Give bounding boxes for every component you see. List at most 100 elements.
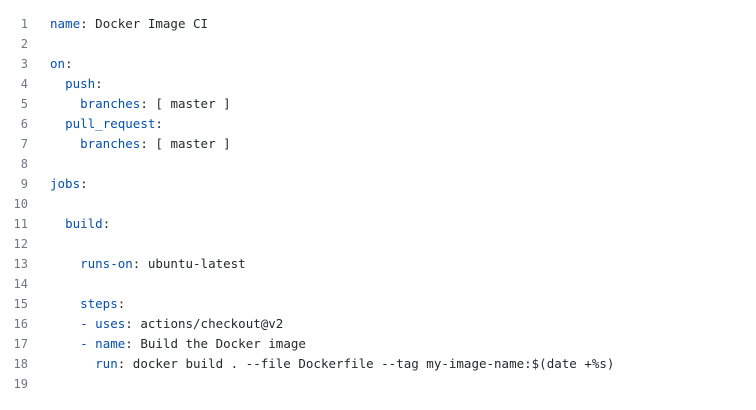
line-content: runs-on: ubuntu-latest bbox=[28, 254, 246, 274]
yaml-separator: : bbox=[102, 216, 111, 231]
line-content bbox=[28, 194, 50, 214]
line-number: 10 bbox=[13, 197, 28, 211]
line-content bbox=[28, 274, 50, 294]
yaml-separator: : bbox=[117, 296, 126, 311]
indent bbox=[50, 96, 80, 111]
yaml-key: build bbox=[65, 216, 103, 231]
yaml-separator: : bbox=[125, 316, 141, 331]
yaml-separator: : bbox=[140, 96, 156, 111]
yaml-separator: : bbox=[155, 116, 163, 131]
code-line: 10 bbox=[0, 194, 756, 214]
line-number: 13 bbox=[13, 257, 28, 271]
code-line: 12 bbox=[0, 234, 756, 254]
yaml-key: branches bbox=[80, 136, 141, 151]
line-number: 5 bbox=[20, 97, 28, 111]
line-number: 1 bbox=[20, 17, 28, 31]
line-number: 2 bbox=[20, 37, 28, 51]
line-content: jobs: bbox=[28, 174, 88, 194]
indent bbox=[50, 316, 80, 331]
line-number: 18 bbox=[13, 357, 28, 371]
indent bbox=[50, 116, 65, 131]
line-content bbox=[28, 374, 50, 394]
yaml-key: jobs bbox=[50, 176, 81, 191]
indent bbox=[50, 136, 80, 151]
yaml-key: steps bbox=[80, 296, 118, 311]
code-line: 8 bbox=[0, 154, 756, 174]
code-line: 4 push: bbox=[0, 74, 756, 94]
yaml-key: branches bbox=[80, 96, 141, 111]
line-number: 6 bbox=[20, 117, 28, 131]
line-number: 8 bbox=[20, 157, 28, 171]
yaml-separator: : bbox=[117, 356, 133, 371]
indent bbox=[50, 256, 80, 271]
line-content: - name: Build the Docker image bbox=[28, 334, 306, 354]
yaml-key: name bbox=[50, 16, 81, 31]
code-line: 19 bbox=[0, 374, 756, 394]
line-number: 3 bbox=[20, 57, 28, 71]
yaml-value: ubuntu-latest bbox=[147, 256, 246, 271]
yaml-key: on bbox=[50, 56, 66, 71]
yaml-separator: : bbox=[80, 176, 88, 191]
yaml-separator: : bbox=[132, 256, 148, 271]
line-number: 12 bbox=[13, 237, 28, 251]
list-dash: - bbox=[80, 336, 96, 351]
line-content bbox=[28, 234, 50, 254]
indent bbox=[50, 336, 80, 351]
line-content: on: bbox=[28, 54, 73, 74]
code-line: 18 run: docker build . --file Dockerfile… bbox=[0, 354, 756, 374]
code-line: 2 bbox=[0, 34, 756, 54]
yaml-key: run bbox=[95, 356, 118, 371]
line-content bbox=[28, 154, 50, 174]
line-content bbox=[28, 34, 50, 54]
line-content: run: docker build . --file Dockerfile --… bbox=[28, 354, 614, 374]
code-line: 14 bbox=[0, 274, 756, 294]
line-content: push: bbox=[28, 74, 103, 94]
yaml-value: Build the Docker image bbox=[140, 336, 306, 351]
list-dash: - bbox=[80, 316, 96, 331]
code-line: 17 - name: Build the Docker image bbox=[0, 334, 756, 354]
indent bbox=[50, 296, 80, 311]
yaml-separator: : bbox=[65, 56, 73, 71]
yaml-value: docker build . --file Dockerfile --tag m… bbox=[132, 356, 615, 371]
yaml-key: name bbox=[95, 336, 126, 351]
code-line: 16 - uses: actions/checkout@v2 bbox=[0, 314, 756, 334]
yaml-separator: : bbox=[80, 16, 96, 31]
yaml-value: [ master ] bbox=[155, 136, 231, 151]
indent bbox=[50, 76, 65, 91]
code-line: 13 runs-on: ubuntu-latest bbox=[0, 254, 756, 274]
code-line: 11 build: bbox=[0, 214, 756, 234]
line-number: 15 bbox=[13, 297, 28, 311]
line-content: steps: bbox=[28, 294, 125, 314]
yaml-value: actions/checkout@v2 bbox=[140, 316, 284, 331]
yaml-separator: : bbox=[140, 136, 156, 151]
line-number: 19 bbox=[13, 377, 28, 391]
line-content: build: bbox=[28, 214, 110, 234]
yaml-separator: : bbox=[125, 336, 141, 351]
line-number: 14 bbox=[13, 277, 28, 291]
yaml-key: pull_request bbox=[65, 116, 156, 131]
yaml-value: Docker Image CI bbox=[95, 16, 209, 31]
line-number: 16 bbox=[13, 317, 28, 331]
yaml-key: push bbox=[65, 76, 96, 91]
yaml-value: [ master ] bbox=[155, 96, 231, 111]
code-line: 5 branches: [ master ] bbox=[0, 94, 756, 114]
line-content: branches: [ master ] bbox=[28, 134, 231, 154]
line-number: 7 bbox=[20, 137, 28, 151]
line-number: 4 bbox=[20, 77, 28, 91]
code-line: 15 steps: bbox=[0, 294, 756, 314]
line-content: - uses: actions/checkout@v2 bbox=[28, 314, 283, 334]
line-content: name: Docker Image CI bbox=[28, 14, 208, 34]
line-number: 11 bbox=[13, 217, 28, 231]
code-line: 6 pull_request: bbox=[0, 114, 756, 134]
indent bbox=[50, 216, 65, 231]
yaml-key: runs-on bbox=[80, 256, 133, 271]
line-number: 17 bbox=[13, 337, 28, 351]
line-number: 9 bbox=[20, 177, 28, 191]
code-line: 7 branches: [ master ] bbox=[0, 134, 756, 154]
line-content: pull_request: bbox=[28, 114, 163, 134]
yaml-key: uses bbox=[95, 316, 126, 331]
